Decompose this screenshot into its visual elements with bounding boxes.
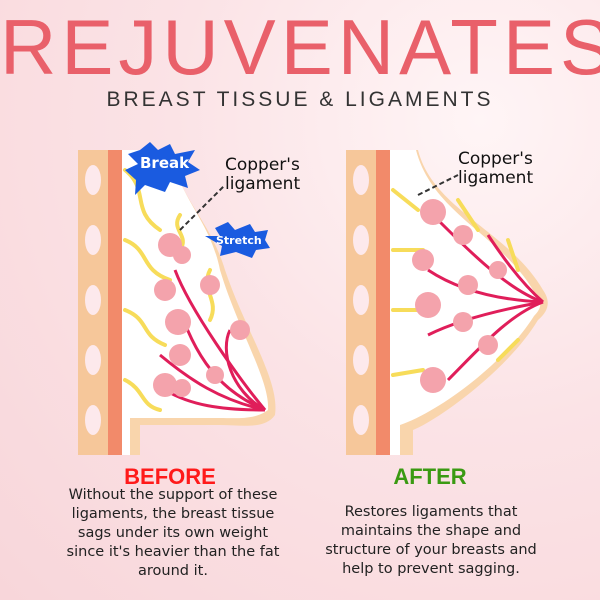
before-description: Without the support of these ligaments, … [66, 487, 280, 579]
after-breast-illustration [346, 150, 548, 455]
after-description: Restores ligaments that maintains the sh… [325, 504, 537, 577]
ligament-label-line: Copper's [225, 155, 300, 175]
page-subtitle: BREAST TISSUE & LIGAMENTS [106, 88, 494, 111]
before-heading: BEFORE [124, 464, 216, 489]
stretch-badge: Stretch [216, 234, 262, 247]
ligament-label-line: ligament [225, 174, 301, 194]
ligament-label-line: Copper's [458, 149, 533, 169]
after-heading: AFTER [393, 464, 467, 489]
before-breast-illustration [78, 142, 276, 455]
ligament-label-line: ligament [458, 168, 534, 188]
before-ligament-label: Copper's ligament [225, 156, 300, 194]
stretch-badge-shape [205, 222, 270, 258]
break-badge: Break [140, 154, 190, 172]
break-badge-shape [125, 142, 200, 195]
page-title: REJUVENATES [0, 3, 600, 91]
after-ligament-label: Copper's ligament [458, 150, 533, 188]
